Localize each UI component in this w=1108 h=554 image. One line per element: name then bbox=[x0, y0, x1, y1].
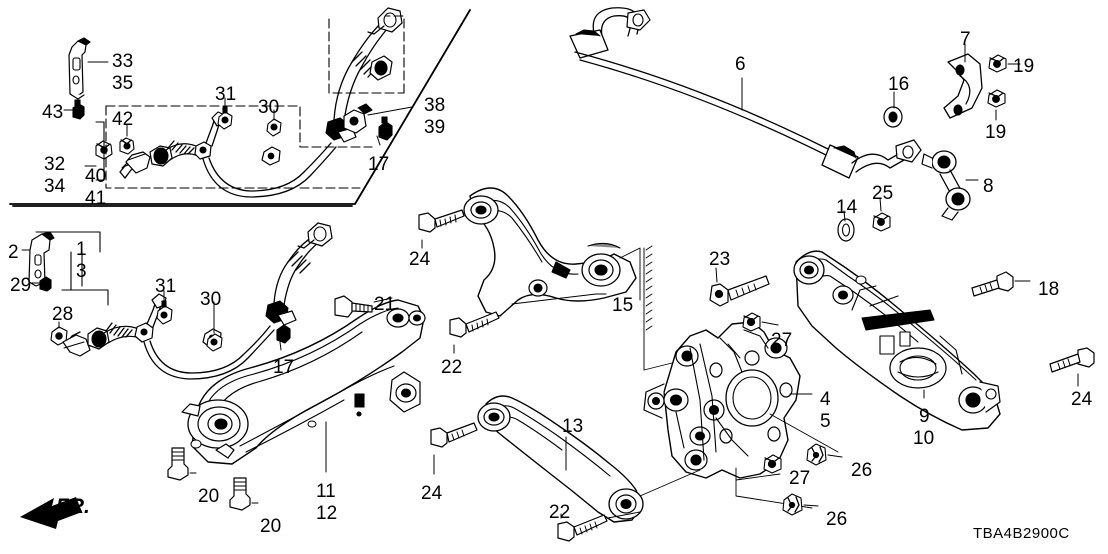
callout-11: 11 bbox=[316, 481, 336, 502]
part-16-bushing bbox=[883, 106, 903, 128]
callout-6: 6 bbox=[735, 54, 746, 75]
callout-14: 14 bbox=[836, 197, 858, 218]
callout-4: 4 bbox=[820, 389, 831, 410]
part-24-bolt-right bbox=[1049, 347, 1095, 373]
callout-24-right: 24 bbox=[1071, 389, 1093, 410]
callout-21: 21 bbox=[374, 294, 396, 315]
part-31-clip-lower bbox=[156, 300, 173, 325]
callout-31-top: 31 bbox=[215, 84, 237, 105]
callout-27-lower: 27 bbox=[789, 468, 811, 489]
part-19-nut-lower bbox=[987, 89, 1006, 108]
part-17-bolt-top bbox=[378, 116, 393, 141]
callout-32: 32 bbox=[44, 154, 66, 175]
part-6-stabilizer-bar bbox=[569, 7, 922, 179]
part-28-clip bbox=[50, 326, 68, 346]
callout-7: 7 bbox=[960, 29, 971, 50]
part-29-bolt bbox=[39, 276, 52, 292]
part-15-upper-arm bbox=[463, 187, 637, 317]
callout-2: 2 bbox=[8, 242, 19, 263]
part-26-nut-upper bbox=[806, 443, 827, 466]
callout-28: 28 bbox=[52, 304, 74, 325]
callout-20-lower: 20 bbox=[260, 516, 282, 537]
part-4-5-knuckle bbox=[643, 321, 801, 479]
part-23-bolt bbox=[709, 275, 770, 307]
callout-42: 42 bbox=[112, 109, 134, 130]
part-21-bolt bbox=[334, 295, 373, 318]
part-20-bolt-lower bbox=[229, 477, 251, 511]
callout-30-top: 30 bbox=[258, 97, 280, 118]
callout-10: 10 bbox=[913, 428, 935, 449]
part-26-nut-lower bbox=[782, 493, 803, 516]
callout-35: 35 bbox=[112, 73, 134, 94]
part-27-nut-top bbox=[742, 312, 761, 332]
part-38-39-sensor bbox=[343, 103, 373, 134]
part-30-clip-top bbox=[266, 118, 282, 137]
part-43-bolt bbox=[72, 99, 85, 120]
part-11-12-trailing-arm bbox=[181, 299, 426, 465]
callout-29: 29 bbox=[10, 275, 32, 296]
part-30-clip-lower bbox=[206, 333, 223, 352]
callout-5: 5 bbox=[820, 411, 831, 432]
part-27-nut-lower bbox=[763, 454, 782, 474]
part-33-35-bracket bbox=[68, 37, 91, 100]
diagram-part-code: TBA4B2900C bbox=[973, 525, 1070, 542]
callout-17-lower: 17 bbox=[273, 357, 295, 378]
part-9-10-lower-arm bbox=[793, 250, 1001, 431]
callout-43: 43 bbox=[42, 102, 64, 123]
callout-39: 39 bbox=[424, 117, 446, 138]
callout-19-upper: 19 bbox=[1013, 56, 1035, 77]
callout-17-top: 17 bbox=[368, 154, 390, 175]
callout-38: 38 bbox=[424, 95, 446, 116]
callout-3: 3 bbox=[76, 261, 87, 282]
part-25-nut bbox=[872, 212, 891, 232]
callout-40: 40 bbox=[85, 166, 107, 187]
part-20-bolt-upper bbox=[167, 447, 189, 481]
callout-24-upper: 24 bbox=[409, 249, 431, 270]
part-1-3-abs-sensor-harness bbox=[62, 222, 333, 380]
callout-26-lower: 26 bbox=[826, 509, 848, 530]
callout-23: 23 bbox=[709, 249, 731, 270]
callout-22-mid: 22 bbox=[441, 357, 463, 378]
part-19-nut-upper bbox=[988, 54, 1007, 73]
callout-13: 13 bbox=[562, 416, 584, 437]
callout-19-lower: 19 bbox=[985, 122, 1007, 143]
part-8-stabilizer-link bbox=[921, 150, 971, 221]
callout-22-bottom: 22 bbox=[549, 502, 571, 523]
part-22-bolt-bottom bbox=[557, 514, 608, 542]
part-2-bracket bbox=[28, 231, 55, 287]
callout-30-lower: 30 bbox=[200, 289, 222, 310]
callout-24-bottom: 24 bbox=[421, 483, 443, 504]
part-14-washer bbox=[837, 218, 855, 242]
part-7-stabilizer-bracket bbox=[943, 53, 983, 119]
callout-34: 34 bbox=[44, 176, 66, 197]
callout-33: 33 bbox=[112, 51, 134, 72]
part-17-bolt-lower bbox=[276, 324, 291, 344]
callout-18: 18 bbox=[1038, 279, 1060, 300]
callout-26-upper: 26 bbox=[851, 460, 873, 481]
part-42-grommet bbox=[119, 137, 135, 155]
callout-27-top: 27 bbox=[771, 330, 793, 351]
part-31-clip-top bbox=[217, 106, 233, 130]
part-18-bolt bbox=[971, 271, 1014, 297]
callout-16: 16 bbox=[888, 74, 910, 95]
callout-1: 1 bbox=[76, 239, 87, 260]
fr-orientation-label: FR. bbox=[56, 495, 90, 518]
callout-31-lower: 31 bbox=[155, 276, 177, 297]
fr-direction-arrow bbox=[20, 497, 82, 529]
part-13-lateral-arm bbox=[477, 395, 644, 523]
callout-20-upper: 20 bbox=[198, 486, 220, 507]
callout-12: 12 bbox=[316, 503, 338, 524]
callout-8: 8 bbox=[983, 176, 994, 197]
callout-25: 25 bbox=[872, 183, 894, 204]
callout-15: 15 bbox=[612, 295, 634, 316]
part-24-bolt-upper bbox=[418, 209, 465, 233]
part-22-bolt-mid bbox=[449, 311, 500, 338]
part-24-bolt-bottom bbox=[430, 422, 478, 448]
callout-41: 41 bbox=[85, 188, 107, 209]
callout-9: 9 bbox=[919, 406, 930, 427]
